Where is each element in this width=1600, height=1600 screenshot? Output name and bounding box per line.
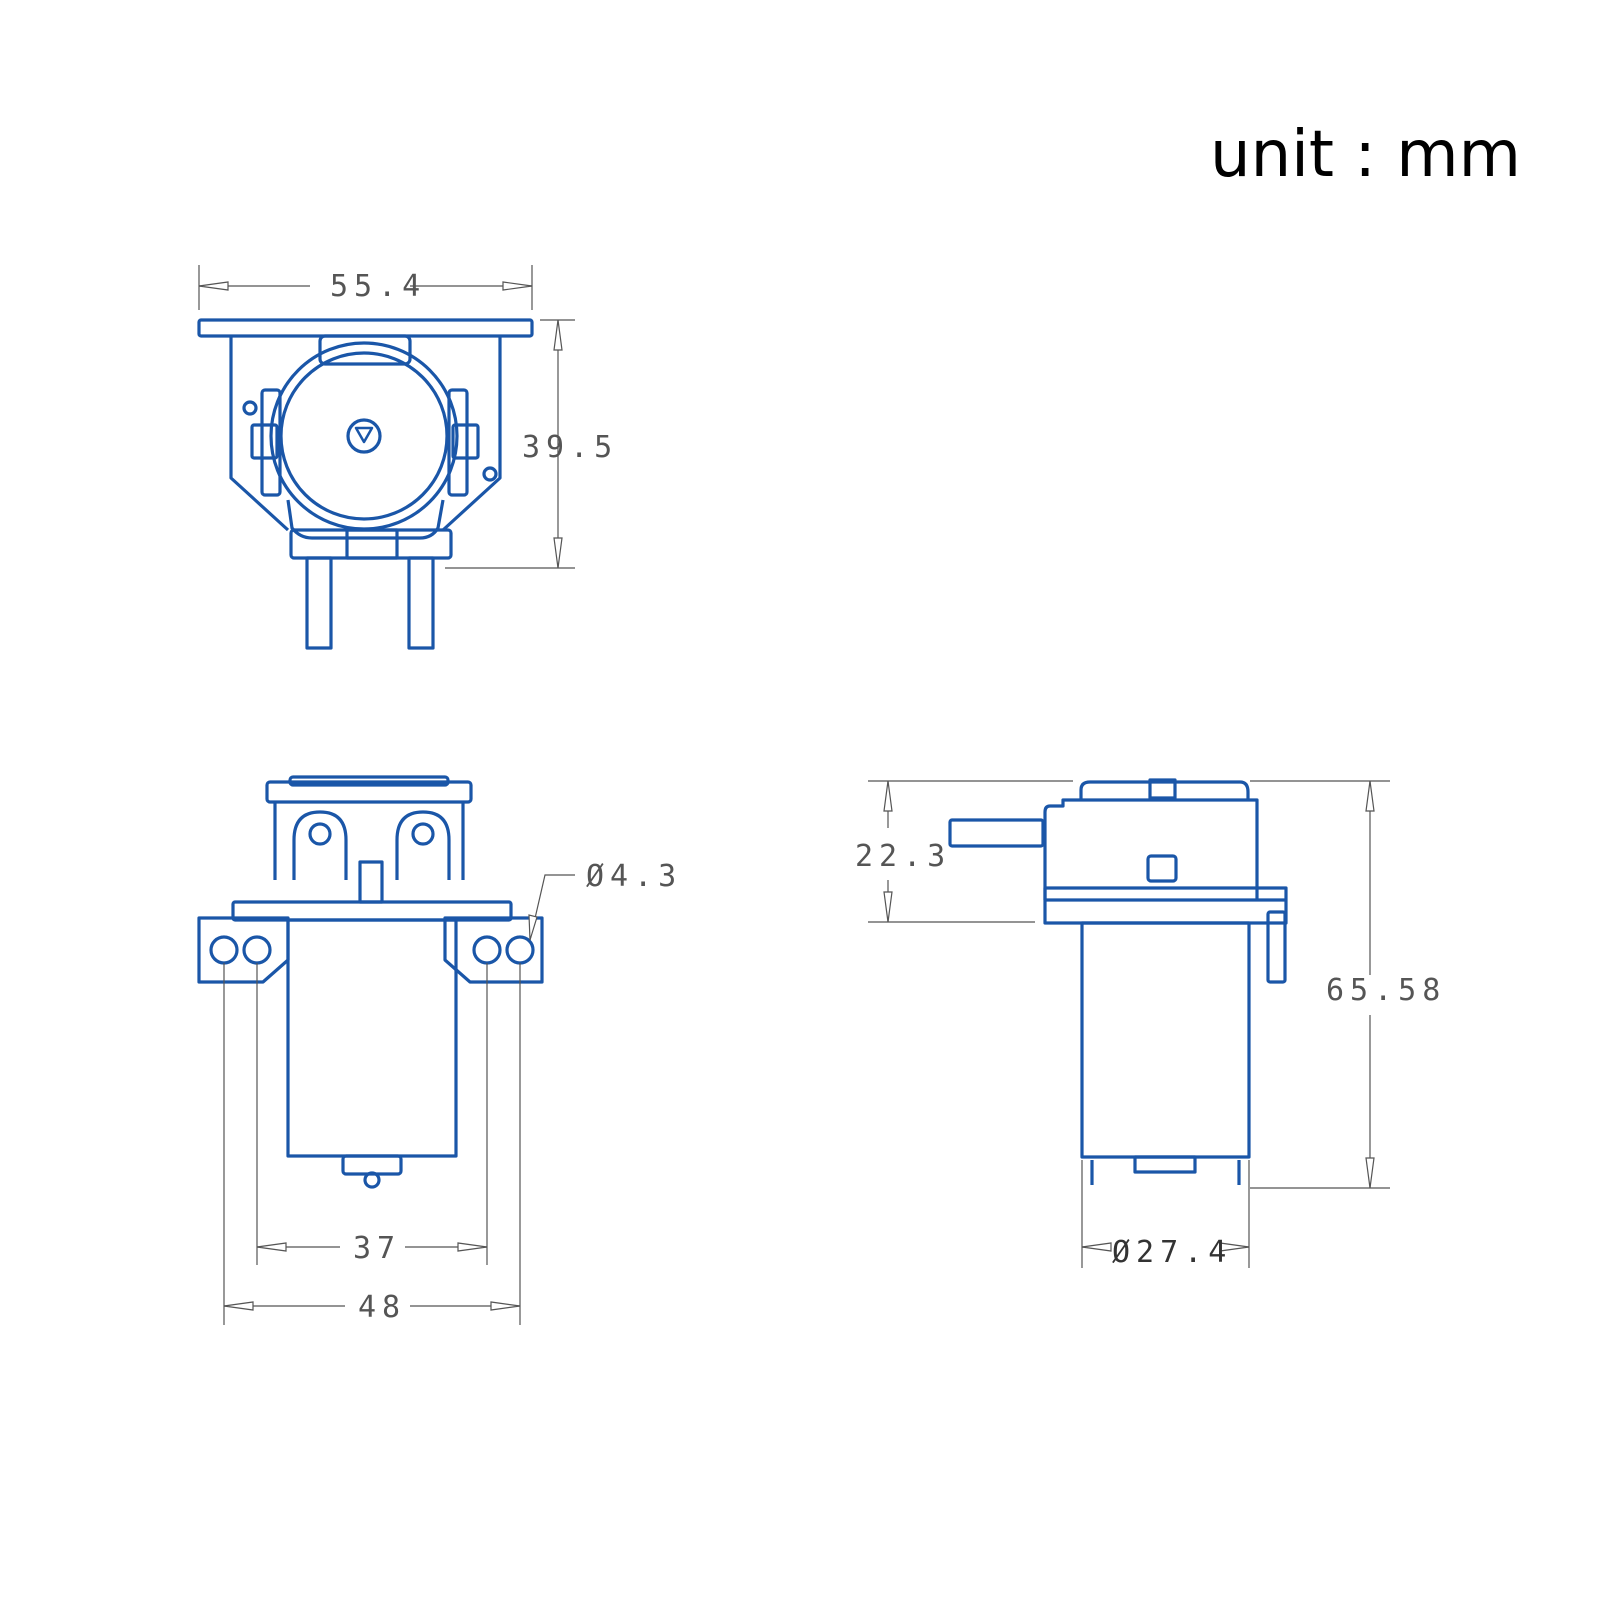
unit-label: unit : mm — [1210, 118, 1521, 192]
dim-total-height: 65.58 — [1326, 973, 1446, 1008]
front-view — [197, 775, 544, 1189]
side-view-dimensions: 22.3 65.58 Ø27.4 — [855, 780, 1446, 1270]
dim-top-height: 39.5 — [522, 430, 618, 465]
dim-hole-spacing-outer: 48 — [358, 1290, 406, 1325]
top-view — [197, 318, 534, 650]
side-view — [948, 778, 1288, 1185]
dim-hole-spacing-inner: 37 — [353, 1231, 401, 1266]
dim-motor-diameter: Ø27.4 — [1112, 1235, 1232, 1270]
front-view-dimensions: 37 48 Ø4.3 — [223, 859, 682, 1325]
dim-hole-diameter: Ø4.3 — [586, 859, 682, 894]
dim-head-height: 22.3 — [855, 839, 951, 874]
top-view-dimensions: 55.4 39.5 — [198, 265, 618, 569]
dim-top-width: 55.4 — [330, 269, 426, 304]
